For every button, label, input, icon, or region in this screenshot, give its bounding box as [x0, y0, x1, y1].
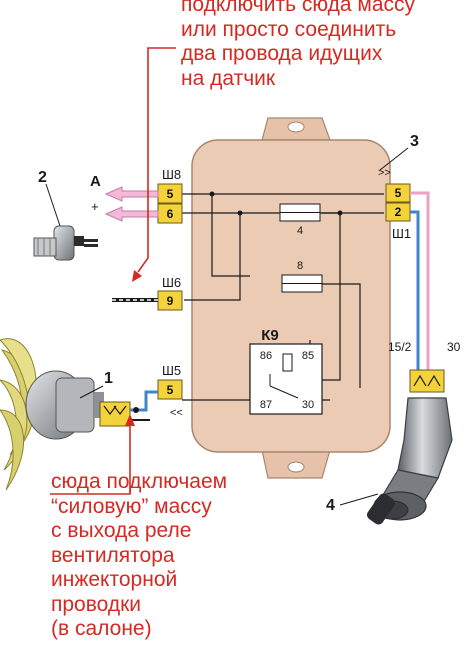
relay-pin-86: 86	[260, 350, 272, 362]
relay-pin-30: 30	[302, 399, 314, 411]
junction-dot	[237, 210, 243, 216]
sensor-number: 2	[38, 169, 47, 186]
sh8-pin-top: 5	[167, 187, 174, 201]
sh5-pin: 5	[167, 383, 174, 397]
block-number: 3	[410, 133, 419, 150]
connector-sh8-label: Ш8	[162, 167, 181, 182]
fuse-4-label: 4	[297, 225, 303, 237]
switch-leader	[339, 493, 379, 506]
sh8-pin-bottom: 6	[167, 207, 174, 221]
connector-sh1-label: Ш1	[392, 226, 411, 241]
fuse-4	[279, 203, 321, 222]
bottom-annotation-arrow	[125, 414, 135, 426]
ignition-switch	[366, 397, 453, 525]
sensor-leader	[45, 183, 61, 227]
junction-dot	[209, 191, 215, 197]
fuse-8-label: 8	[297, 260, 303, 272]
connector-sh1	[385, 183, 411, 222]
relay-k9	[249, 343, 323, 415]
connector-sh5-label: Ш5	[162, 363, 181, 378]
top-annotation-leader	[137, 47, 176, 273]
sh1-pin-bottom: 2	[395, 205, 402, 219]
relay-pin-87: 87	[260, 399, 272, 411]
fan-leader	[79, 385, 104, 399]
output-arrows	[104, 186, 159, 222]
sh1-pin-top: 5	[395, 186, 402, 200]
terminal-a-label: A	[90, 173, 101, 190]
bottom-annotation: сюда подключаем “силовую” массу с выхода…	[51, 470, 228, 640]
fuse-8	[281, 274, 323, 293]
relay-pin-85: 85	[302, 350, 314, 362]
block-leader	[379, 147, 409, 171]
terminal-plus-label: +	[91, 199, 99, 214]
wire-fan-blue	[130, 390, 158, 412]
ground-mark-top: >>	[378, 167, 391, 179]
top-annotation-arrow	[132, 270, 142, 282]
ground-mark: <<	[170, 407, 183, 419]
wire-30-label: 30	[447, 340, 461, 354]
connector-sh6-label: Ш6	[162, 275, 181, 290]
fan-number: 1	[104, 370, 113, 387]
sh6-pin: 9	[167, 294, 174, 308]
switch-number: 4	[326, 497, 335, 514]
bottom-annotation-leader	[50, 424, 131, 495]
switch-connector	[409, 369, 445, 393]
temperature-sensor	[33, 225, 98, 261]
cooling-fan	[0, 338, 104, 491]
junction-dot	[337, 210, 343, 216]
wire-pink-30	[410, 191, 430, 372]
top-annotation: подключить сюда массу или просто соедини…	[181, 0, 416, 90]
fan-connector	[99, 401, 131, 427]
wire-15-2-label: 15/2	[388, 340, 412, 354]
ground-point	[133, 407, 139, 413]
wire-blue-15-2	[410, 210, 420, 372]
connector-sh5	[157, 379, 183, 400]
relay-title: К9	[261, 327, 279, 344]
